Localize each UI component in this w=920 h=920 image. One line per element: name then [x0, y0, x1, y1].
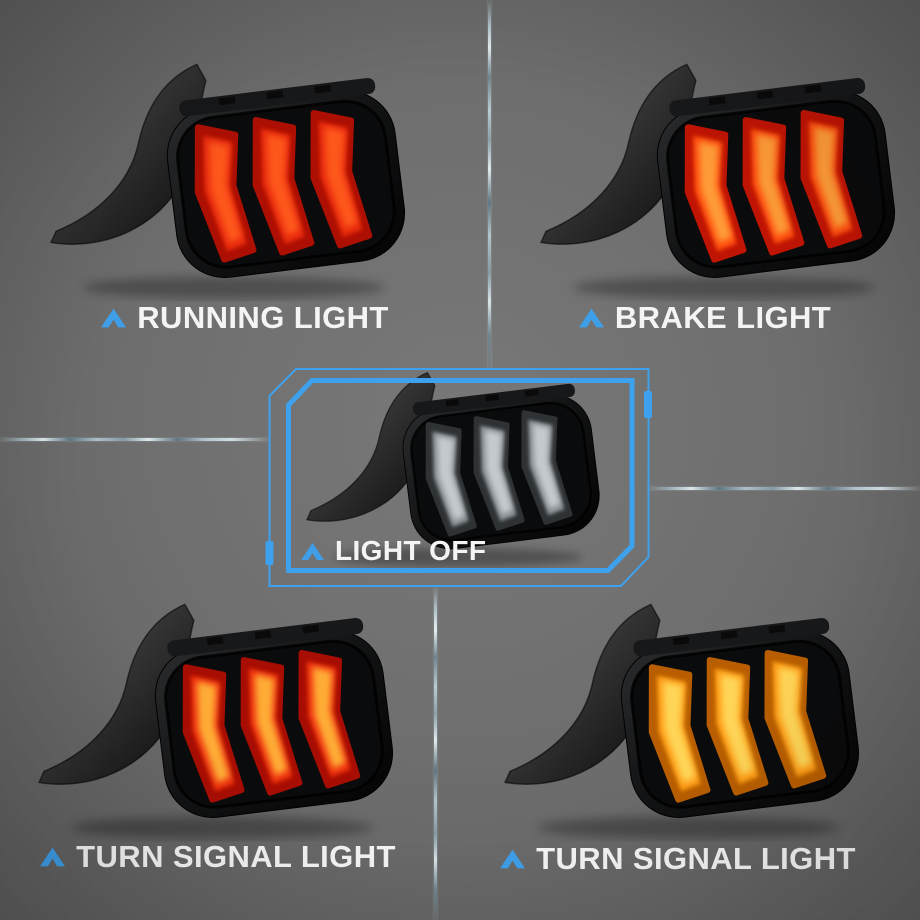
panel-label: RUNNING LIGHT: [137, 300, 389, 335]
up-arrow-icon: [301, 542, 324, 560]
panel-running-light: RUNNING LIGHT: [0, 0, 490, 345]
divider-right-horizontal: [648, 487, 920, 490]
divider-left-horizontal: [0, 438, 269, 441]
panel-caption: TURN SIGNAL LIGHT: [436, 843, 920, 874]
panel-caption: BRAKE LIGHT: [490, 302, 920, 333]
tail-light-photo-running: [38, 60, 420, 302]
panel-caption: LIGHT OFF: [301, 537, 486, 565]
up-arrow-icon: [578, 308, 604, 327]
panel-turn-signal-right: TURN SIGNAL LIGHT: [436, 588, 920, 920]
panel-label: TURN SIGNAL LIGHT: [536, 841, 856, 876]
tail-light-photo-turn-left: [26, 600, 408, 842]
panel-caption: RUNNING LIGHT: [0, 302, 490, 333]
panel-label: BRAKE LIGHT: [614, 300, 832, 335]
up-arrow-icon: [500, 849, 526, 868]
panel-label: TURN SIGNAL LIGHT: [76, 839, 396, 874]
tail-light-photo-brake: [528, 60, 910, 302]
panel-light-off: LIGHT OFF: [268, 367, 650, 588]
panel-brake-light: BRAKE LIGHT: [490, 0, 920, 345]
panel-label: LIGHT OFF: [335, 535, 487, 566]
up-arrow-icon: [40, 847, 66, 866]
tail-light-photo-turn-right: [492, 600, 874, 842]
up-arrow-icon: [101, 308, 127, 327]
panel-caption: TURN SIGNAL LIGHT: [0, 841, 436, 872]
panel-turn-signal-left: TURN SIGNAL LIGHT: [0, 588, 436, 920]
